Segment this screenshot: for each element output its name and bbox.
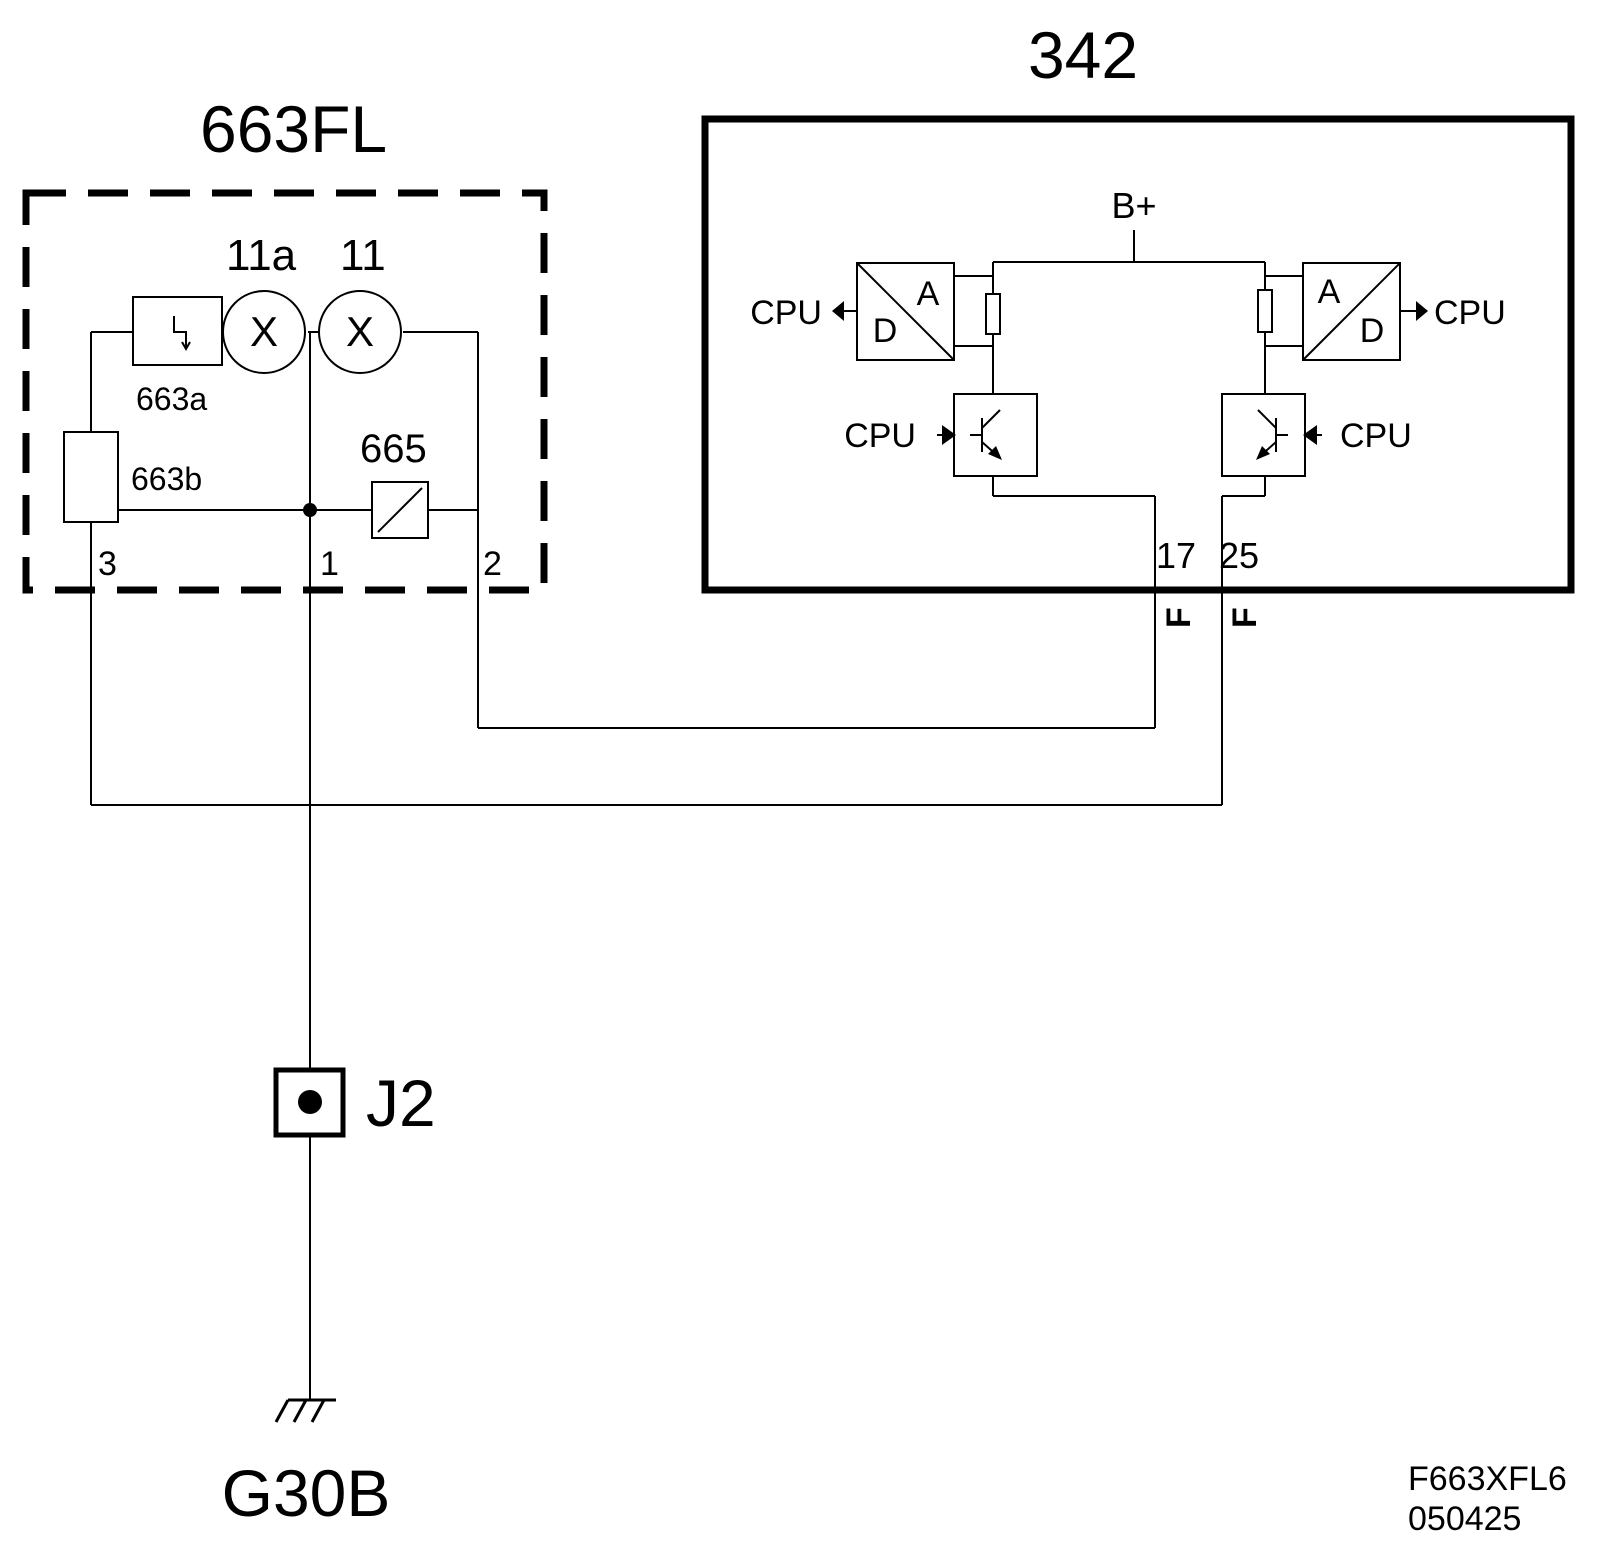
transistor-icon xyxy=(953,393,1038,477)
label-663a: 663a xyxy=(136,381,207,417)
adc-right-d: D xyxy=(1360,312,1385,350)
module-663fl: 663FL xyxy=(22,92,548,594)
connector-f-17: F xyxy=(1160,607,1198,628)
right-sense-branch xyxy=(1221,262,1303,805)
transistor-icon xyxy=(1221,393,1306,477)
flasher-icon xyxy=(132,296,223,366)
adc-right-a: A xyxy=(1318,273,1341,311)
pin-2: 2 xyxy=(483,545,502,583)
resistor-icon xyxy=(1257,289,1273,333)
pin-1: 1 xyxy=(320,545,339,583)
lamp-11a-symbol: X xyxy=(250,308,278,355)
cpu-label-transistor-right: CPU xyxy=(1340,417,1412,455)
adc-right: A D xyxy=(1302,262,1401,361)
label-11: 11 xyxy=(340,231,386,280)
module-663fl-wiring xyxy=(90,331,1222,1400)
cpu-label-adc-left: CPU xyxy=(750,294,822,332)
pin-25: 25 xyxy=(1219,535,1259,576)
cpu-label-adc-right: CPU xyxy=(1434,294,1506,332)
module-342-border xyxy=(701,115,1575,594)
adc-left: A D xyxy=(856,262,955,361)
label-665: 665 xyxy=(360,427,427,471)
pin-3: 3 xyxy=(98,545,117,583)
supply-label: B+ xyxy=(1111,185,1156,226)
lamp-11-symbol: X xyxy=(346,308,374,355)
label-663b: 663b xyxy=(131,461,202,497)
module-342: 342 xyxy=(701,18,1575,594)
module-663fl-title: 663FL xyxy=(200,92,387,166)
splice-label: J2 xyxy=(366,1066,436,1140)
connector-f-25: F xyxy=(1226,607,1264,628)
splice-icon xyxy=(273,1067,346,1138)
date-code: 050425 xyxy=(1408,1500,1521,1538)
ground-icon xyxy=(274,1398,336,1423)
label-11a: 11a xyxy=(226,231,297,280)
diode-icon xyxy=(371,481,429,539)
module-663fl-border xyxy=(22,189,548,594)
pin-17: 17 xyxy=(1156,535,1196,576)
resistor-icon xyxy=(63,431,119,523)
ground-label: G30B xyxy=(222,1456,391,1530)
left-sense-branch xyxy=(954,262,1156,728)
lamp-icon: X xyxy=(318,290,402,374)
arrow-right-icon xyxy=(1416,301,1428,321)
resistor-icon xyxy=(985,293,1001,335)
drawing-code: F663XFL6 xyxy=(1408,1460,1567,1498)
adc-left-d: D xyxy=(873,312,898,350)
cpu-label-transistor-left: CPU xyxy=(844,417,916,455)
adc-left-a: A xyxy=(917,275,940,313)
arrow-right-icon xyxy=(942,425,956,445)
lamp-icon: X xyxy=(222,290,306,374)
arrow-left-icon xyxy=(1303,425,1317,445)
arrow-left-icon xyxy=(832,301,844,321)
module-342-title: 342 xyxy=(1028,18,1138,92)
junction-dot xyxy=(303,503,317,517)
